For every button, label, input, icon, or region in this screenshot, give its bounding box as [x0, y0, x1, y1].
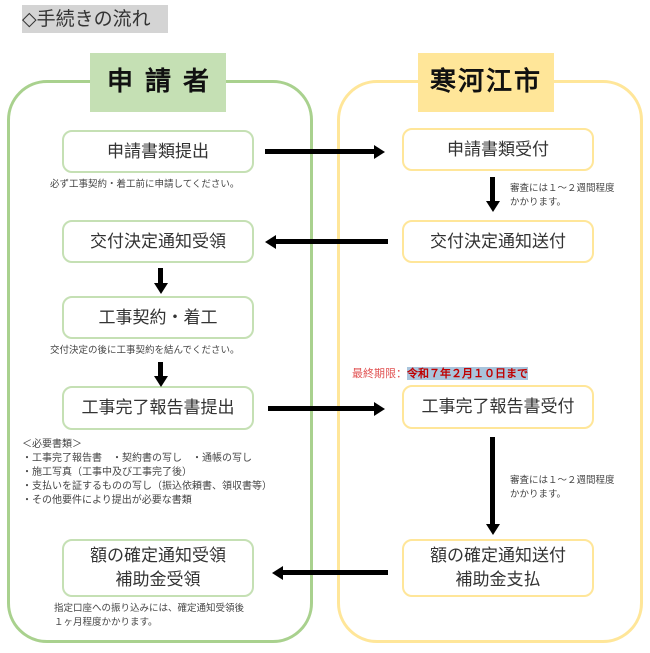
required-doc-item: ・施工写真（工事中及び工事完了後）: [22, 467, 192, 478]
step-label: 申請書類提出: [107, 141, 209, 162]
note-line: 審査には１～２週間程度: [510, 475, 615, 486]
note-line: 審査には１～２週間程度: [510, 183, 615, 194]
step-label: 工事完了報告書受付: [421, 397, 575, 417]
section-title: ◇手続きの流れ: [22, 5, 168, 33]
step-label: 交付決定通知受領: [90, 231, 226, 252]
deadline: 最終期限：令和７年２月１０日まで: [352, 366, 528, 381]
deadline-value: 令和７年２月１０日まで: [407, 367, 528, 380]
step-label: 工事完了報告書提出: [81, 398, 235, 418]
step-contract-start: 工事契約・着工: [62, 296, 254, 339]
city-header: 寒河江市: [418, 53, 554, 112]
step-note: 指定口座への振り込みには、確定通知受領後 １ヶ月程度かかります。: [54, 602, 244, 630]
note-line: １ヶ月程度かかります。: [54, 617, 158, 628]
step-submit-completion-report: 工事完了報告書提出: [62, 386, 254, 430]
review-note: 審査には１～２週間程度 かかります。: [510, 474, 615, 502]
note-line: かかります。: [510, 197, 567, 208]
step-receive-amount-and-subsidy: 額の確定通知受領 補助金受領: [62, 539, 254, 597]
step-accept-completion-report: 工事完了報告書受付: [402, 385, 594, 429]
required-doc-item: ・その他要件により提出が必要な書類: [22, 495, 192, 506]
deadline-label: 最終期限：: [352, 367, 407, 380]
step-submit-application: 申請書類提出: [62, 130, 254, 173]
note-line: かかります。: [510, 489, 567, 500]
step-note: 交付決定の後に工事契約を結んでください。: [50, 345, 240, 356]
required-doc-item: ・支払いを証するものの写し（振込依頼書、領収書等）: [22, 481, 272, 492]
review-note: 審査には１～２週間程度 かかります。: [510, 182, 615, 210]
step-send-amount-and-pay-subsidy: 額の確定通知送付 補助金支払: [402, 539, 594, 597]
required-docs: ＜必要書類＞ ・工事完了報告書 ・契約書の写し ・通帳の写し ・施工写真（工事中…: [22, 438, 272, 508]
step-note: 必ず工事契約・着工前に申請してください。: [50, 179, 240, 190]
step-label: 額の確定通知受領: [90, 546, 226, 566]
note-line: 指定口座への振り込みには、確定通知受領後: [54, 603, 245, 614]
required-doc-item: ・工事完了報告書 ・契約書の写し ・通帳の写し: [22, 453, 252, 464]
step-label: 額の確定通知送付: [430, 546, 566, 566]
applicant-header: 申請者: [90, 53, 226, 112]
step-label: 申請書類受付: [447, 139, 549, 160]
step-send-grant-decision: 交付決定通知送付: [402, 220, 594, 263]
step-label: 補助金受領: [115, 570, 201, 590]
step-label: 工事契約・着工: [98, 307, 218, 328]
step-receive-grant-decision: 交付決定通知受領: [62, 220, 254, 263]
step-accept-application: 申請書類受付: [402, 128, 594, 171]
required-docs-heading: ＜必要書類＞: [22, 439, 82, 450]
step-label: 補助金支払: [455, 570, 541, 590]
step-label: 交付決定通知送付: [430, 231, 566, 252]
